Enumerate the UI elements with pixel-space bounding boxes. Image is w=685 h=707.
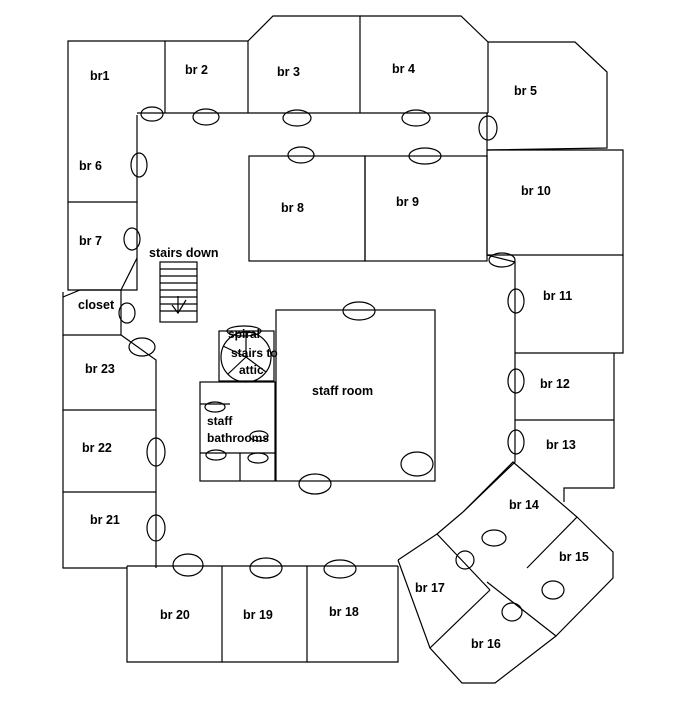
room-br16: br 16 [429, 589, 557, 684]
room-br20: br 20 [126, 566, 223, 663]
door-br10 [488, 252, 516, 268]
door-staff-room-bottom [298, 473, 332, 495]
label-br11: br 11 [543, 289, 572, 303]
label-br7: br 7 [79, 234, 102, 248]
door-staff-room-corner [400, 451, 434, 477]
door-br5 [478, 115, 498, 141]
stairs-down: stairs down [149, 246, 218, 323]
room-br18: br 18 [307, 566, 399, 663]
label-br17: br 17 [415, 581, 445, 595]
label-br6: br 6 [79, 159, 102, 173]
room-staff-bathrooms: staff bathrooms [199, 381, 276, 482]
room-br14: br 14 [462, 461, 578, 569]
door-br15 [541, 580, 565, 600]
label-br2: br 2 [185, 63, 208, 77]
door-bath-1 [204, 401, 226, 413]
label-staff-room: staff room [312, 384, 373, 398]
door-staff-room-top [342, 301, 376, 321]
door-br13 [507, 429, 525, 455]
room-br3: br 3 [247, 15, 361, 113]
label-spiral-3: attic [239, 363, 264, 377]
label-br15: br 15 [559, 550, 589, 564]
label-staff-2: bathrooms [207, 431, 269, 445]
room-br8: br 8 [248, 155, 366, 262]
spiral-stairs: spiral stairs to attic [218, 327, 278, 383]
door-br2 [192, 108, 220, 126]
door-br16 [501, 602, 523, 622]
door-br17 [455, 550, 475, 570]
room-closet: closet [62, 289, 122, 336]
label-br16: br 16 [471, 637, 501, 651]
room-br2: br 2 [165, 40, 249, 113]
label-br12: br 12 [540, 377, 570, 391]
door-br23 [128, 337, 156, 357]
door-br18 [323, 559, 357, 579]
label-br18: br 18 [329, 605, 359, 619]
label-br21: br 21 [90, 513, 120, 527]
label-stairs-down: stairs down [149, 246, 218, 260]
label-spiral-1: spiral [228, 327, 260, 341]
door-br11 [507, 288, 525, 314]
room-br23: br 23 [62, 334, 157, 411]
room-br11: br 11 [486, 254, 624, 354]
label-closet: closet [78, 298, 115, 312]
room-br21: br 21 [62, 492, 157, 569]
room-br17: br 17 [397, 511, 491, 649]
room-br6: br 6 [67, 115, 138, 203]
room-br15: br 15 [486, 516, 614, 637]
door-br6 [130, 152, 148, 178]
door-br14 [481, 529, 507, 547]
label-br3: br 3 [277, 65, 300, 79]
label-br22: br 22 [82, 441, 112, 455]
door-br4 [401, 109, 431, 127]
label-br1: br1 [90, 69, 110, 83]
doors [118, 106, 565, 622]
door-br8 [287, 146, 315, 164]
door-bath-3 [205, 449, 227, 461]
room-br9: br 9 [364, 155, 488, 262]
room-br5: br 5 [486, 41, 608, 151]
door-bath-2 [249, 430, 269, 442]
room-br1: br1 [67, 40, 166, 115]
label-br10: br 10 [521, 184, 551, 198]
door-br21 [146, 514, 166, 542]
corridor-wall-left-upper [120, 257, 138, 291]
door-spiral [226, 325, 262, 337]
door-bath-4 [247, 452, 269, 464]
room-br19: br 19 [222, 566, 308, 663]
door-br12 [507, 368, 525, 394]
room-br12: br 12 [514, 353, 615, 421]
door-br7 [123, 227, 141, 251]
door-br20 [172, 553, 204, 577]
room-br10: br 10 [486, 113, 624, 256]
label-br9: br 9 [396, 195, 419, 209]
label-br4: br 4 [392, 62, 415, 76]
label-br13: br 13 [546, 438, 576, 452]
room-br7: br 7 [67, 202, 138, 291]
door-br3 [282, 109, 312, 127]
room-staff-room: staff room [275, 309, 436, 482]
label-br5: br 5 [514, 84, 537, 98]
door-closet [118, 302, 136, 324]
label-spiral-2: stairs to [231, 346, 278, 360]
room-br22: br 22 [62, 410, 157, 493]
label-br23: br 23 [85, 362, 115, 376]
label-br20: br 20 [160, 608, 190, 622]
room-br4: br 4 [360, 15, 489, 113]
arrow-down-icon [171, 299, 187, 315]
door-br19 [249, 557, 283, 579]
door-br22 [146, 437, 166, 467]
door-br1 [140, 106, 164, 122]
door-br9 [408, 147, 442, 165]
label-br8: br 8 [281, 201, 304, 215]
label-br14: br 14 [509, 498, 539, 512]
label-br19: br 19 [243, 608, 273, 622]
label-staff-1: staff [207, 414, 233, 428]
